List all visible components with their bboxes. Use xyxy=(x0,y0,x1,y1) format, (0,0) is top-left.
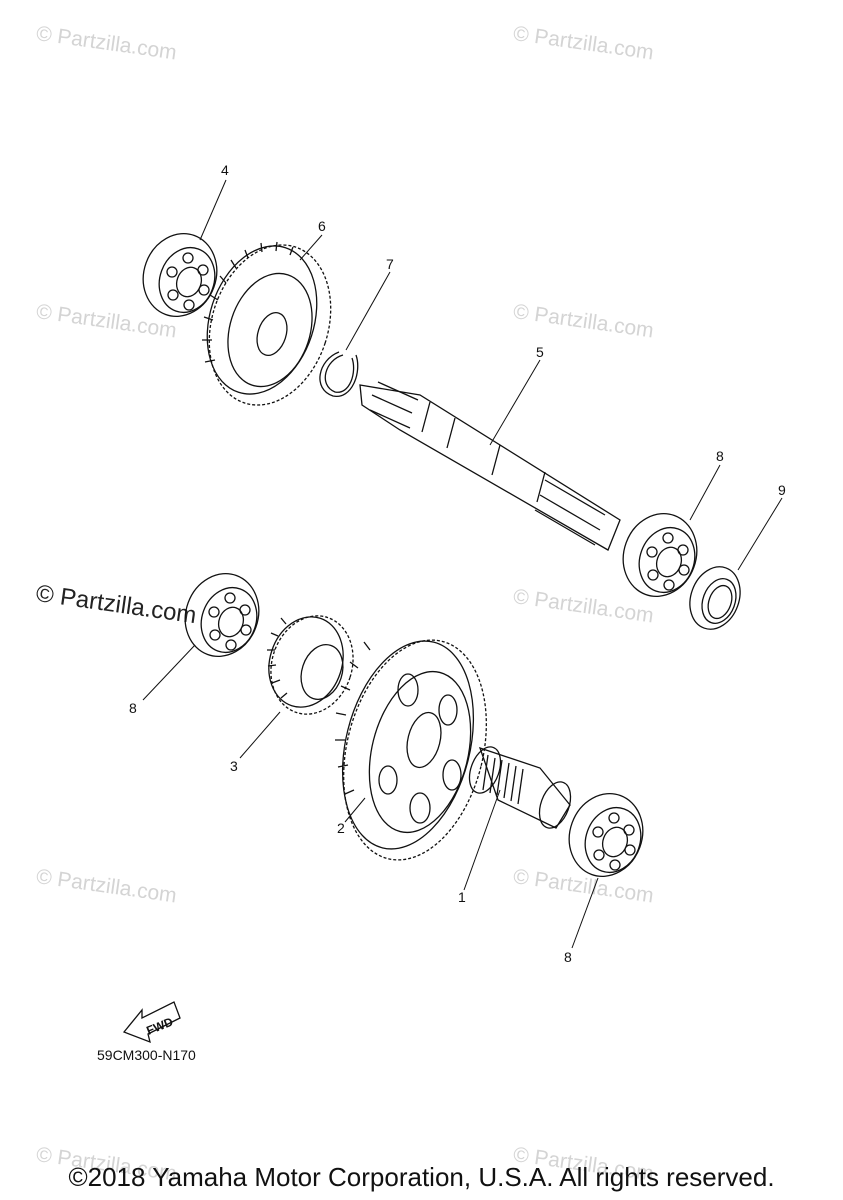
callout-4: 4 xyxy=(221,162,229,178)
callout-5: 5 xyxy=(536,344,544,360)
copyright-notice: ©2018 Yamaha Motor Corporation, U.S.A. A… xyxy=(68,1162,775,1192)
fwd-label: FWD xyxy=(144,1014,175,1037)
leader-lines xyxy=(142,179,783,949)
bearing-8-lower xyxy=(568,793,644,877)
bearing-8-upper xyxy=(622,513,698,597)
callout-1: 1 xyxy=(458,889,466,905)
fwd-arrow-icon xyxy=(122,1001,181,1044)
callout-9: 9 xyxy=(778,482,786,498)
gear-2 xyxy=(335,639,487,861)
callout-7: 7 xyxy=(386,256,394,272)
callout-8-lower: 8 xyxy=(564,949,572,965)
oil-seal-9 xyxy=(689,566,741,630)
gear-3 xyxy=(267,615,354,715)
bearing-4 xyxy=(142,233,218,317)
callout-2: 2 xyxy=(337,820,345,836)
diagram-code: 59CM300-N170 xyxy=(97,1047,196,1063)
bearing-8-left xyxy=(184,573,260,657)
callout-8-left: 8 xyxy=(129,700,137,716)
callout-8-upper: 8 xyxy=(716,448,724,464)
callout-6: 6 xyxy=(318,218,326,234)
gear-6 xyxy=(202,241,332,406)
collar-1 xyxy=(468,746,572,829)
circlip-7 xyxy=(319,351,359,397)
callout-3: 3 xyxy=(230,758,238,774)
shaft-5 xyxy=(359,381,621,551)
